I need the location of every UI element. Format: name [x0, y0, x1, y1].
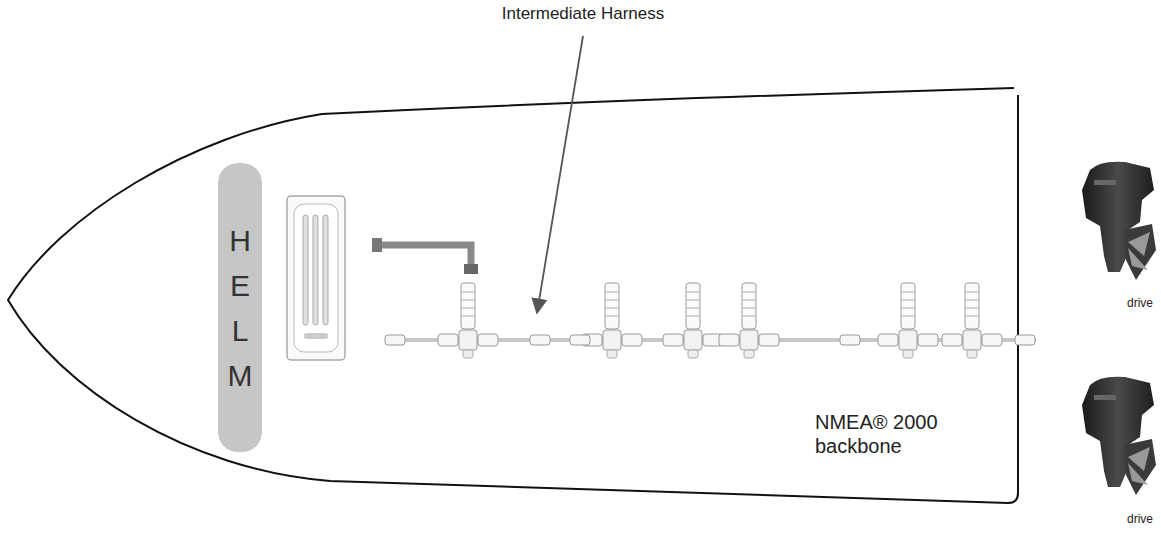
leader-line — [537, 36, 583, 313]
display-cable — [372, 238, 478, 274]
nmea-backbone — [385, 283, 1036, 358]
helm-display — [287, 196, 345, 360]
helm-band: HELM — [218, 163, 262, 452]
drive-label: drive — [1127, 512, 1153, 526]
callout-label: Intermediate Harness — [502, 4, 665, 24]
sterndrive — [1082, 162, 1156, 280]
sterndrive — [1082, 377, 1156, 495]
hull-outline — [8, 88, 1018, 503]
drive-label: drive — [1127, 296, 1153, 310]
helm-label: HELM — [225, 218, 255, 398]
network-label: NMEA® 2000 backbone — [815, 410, 965, 458]
